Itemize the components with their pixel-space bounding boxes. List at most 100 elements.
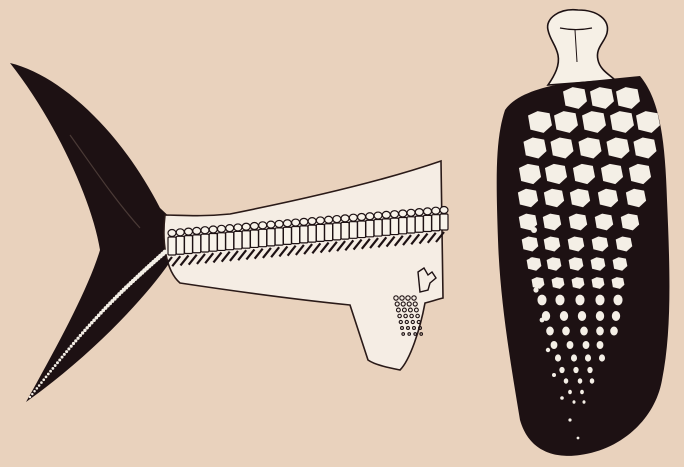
neural-arch xyxy=(432,207,440,214)
neural-arch xyxy=(209,226,217,233)
vertebra xyxy=(358,221,366,238)
neural-arch xyxy=(250,223,258,230)
neural-arch xyxy=(341,215,349,222)
vertebra xyxy=(316,224,324,241)
caudal-dot xyxy=(74,339,77,342)
phalanx-bone xyxy=(555,295,564,306)
caudal-dot xyxy=(47,373,50,376)
vertebra xyxy=(184,236,192,254)
caudal-dot xyxy=(36,387,39,390)
neural-arch xyxy=(259,222,267,229)
neural-arch xyxy=(226,225,234,232)
vertebra xyxy=(349,222,357,239)
phalanx-bone xyxy=(564,378,569,383)
caudal-dot xyxy=(63,353,66,356)
vertebra xyxy=(341,222,349,239)
neural-arch xyxy=(193,227,201,234)
caudal-dot xyxy=(54,364,57,367)
phalanx-bone xyxy=(533,287,538,292)
limb-bone xyxy=(419,327,422,330)
neural-arch xyxy=(283,220,291,227)
caudal-dot xyxy=(72,342,75,345)
caudal-dot xyxy=(83,329,86,332)
vertebra xyxy=(391,218,399,234)
vertebra xyxy=(440,214,448,230)
phalanx-bone xyxy=(531,227,537,233)
vertebra xyxy=(432,215,440,231)
phalanx-bone xyxy=(585,354,591,361)
neural-arch xyxy=(308,218,316,225)
phalanx-bone xyxy=(573,367,578,373)
phalanx-bone xyxy=(559,367,564,373)
vertebra xyxy=(382,219,390,235)
vertebra xyxy=(217,233,225,251)
caudal-dot xyxy=(33,390,35,392)
phalanx-bone xyxy=(610,327,618,336)
limb-bone xyxy=(420,333,423,336)
neural-arch xyxy=(300,218,308,225)
caudal-dot xyxy=(79,334,82,337)
phalanx-bone xyxy=(578,378,583,383)
caudal-dot xyxy=(70,345,73,348)
neural-arch xyxy=(358,213,366,220)
neural-arch xyxy=(242,223,250,230)
phalanx-bone xyxy=(596,327,604,336)
phalanx-bone xyxy=(580,390,584,395)
vertebra xyxy=(242,231,250,248)
phalanx-bone xyxy=(572,400,575,404)
caudal-dot xyxy=(81,331,84,334)
neural-arch xyxy=(325,216,333,223)
caudal-dot xyxy=(58,358,61,361)
vertebra xyxy=(399,217,407,233)
phalanx-bone xyxy=(571,354,577,361)
phalanx-bone xyxy=(578,311,586,321)
tail-fin-silhouette xyxy=(10,63,175,402)
caudal-dot xyxy=(51,367,54,370)
neural-arch xyxy=(391,211,399,218)
vertebra xyxy=(415,216,423,232)
neural-arch xyxy=(415,209,423,216)
caudal-dot xyxy=(45,376,48,379)
phalanx-bone xyxy=(580,327,588,336)
phalanx-bone xyxy=(613,295,622,306)
neural-arch xyxy=(366,213,374,220)
vertebra xyxy=(275,228,283,245)
phalanx-bone xyxy=(599,354,605,361)
phalanx-bone xyxy=(537,295,546,306)
neural-arch xyxy=(382,211,390,218)
vertebra xyxy=(234,231,242,249)
neural-arch xyxy=(176,229,184,236)
neural-arch xyxy=(424,208,432,215)
vertebra xyxy=(201,234,209,252)
neural-arch xyxy=(333,216,341,223)
phalanx-bone xyxy=(612,311,620,321)
phalanx-bone xyxy=(555,354,561,361)
phalanx-bone xyxy=(546,348,550,352)
vertebra xyxy=(168,237,176,255)
neural-arch xyxy=(292,219,300,226)
phalanx-bone xyxy=(552,373,556,377)
neural-arch xyxy=(407,209,415,216)
vertebra xyxy=(300,226,308,243)
vertebra xyxy=(259,229,267,246)
phalanx-bone xyxy=(568,418,571,421)
caudal-dot xyxy=(76,337,79,340)
paddle-figure xyxy=(497,10,670,456)
vertebra xyxy=(333,223,341,240)
vertebra xyxy=(250,230,258,247)
neural-arch xyxy=(374,212,382,219)
caudal-dot xyxy=(88,324,91,327)
vertebra xyxy=(292,227,300,244)
neural-arch xyxy=(440,207,448,214)
phalanx-bone xyxy=(560,396,564,400)
vertebra xyxy=(176,236,184,254)
phalanx-bone xyxy=(551,341,558,349)
caudal-dot xyxy=(29,396,31,398)
caudal-dot xyxy=(56,361,59,364)
phalanx-bone xyxy=(596,311,604,321)
caudal-dot xyxy=(49,370,52,373)
caudal-dot xyxy=(67,347,70,350)
neural-arch xyxy=(201,227,209,234)
